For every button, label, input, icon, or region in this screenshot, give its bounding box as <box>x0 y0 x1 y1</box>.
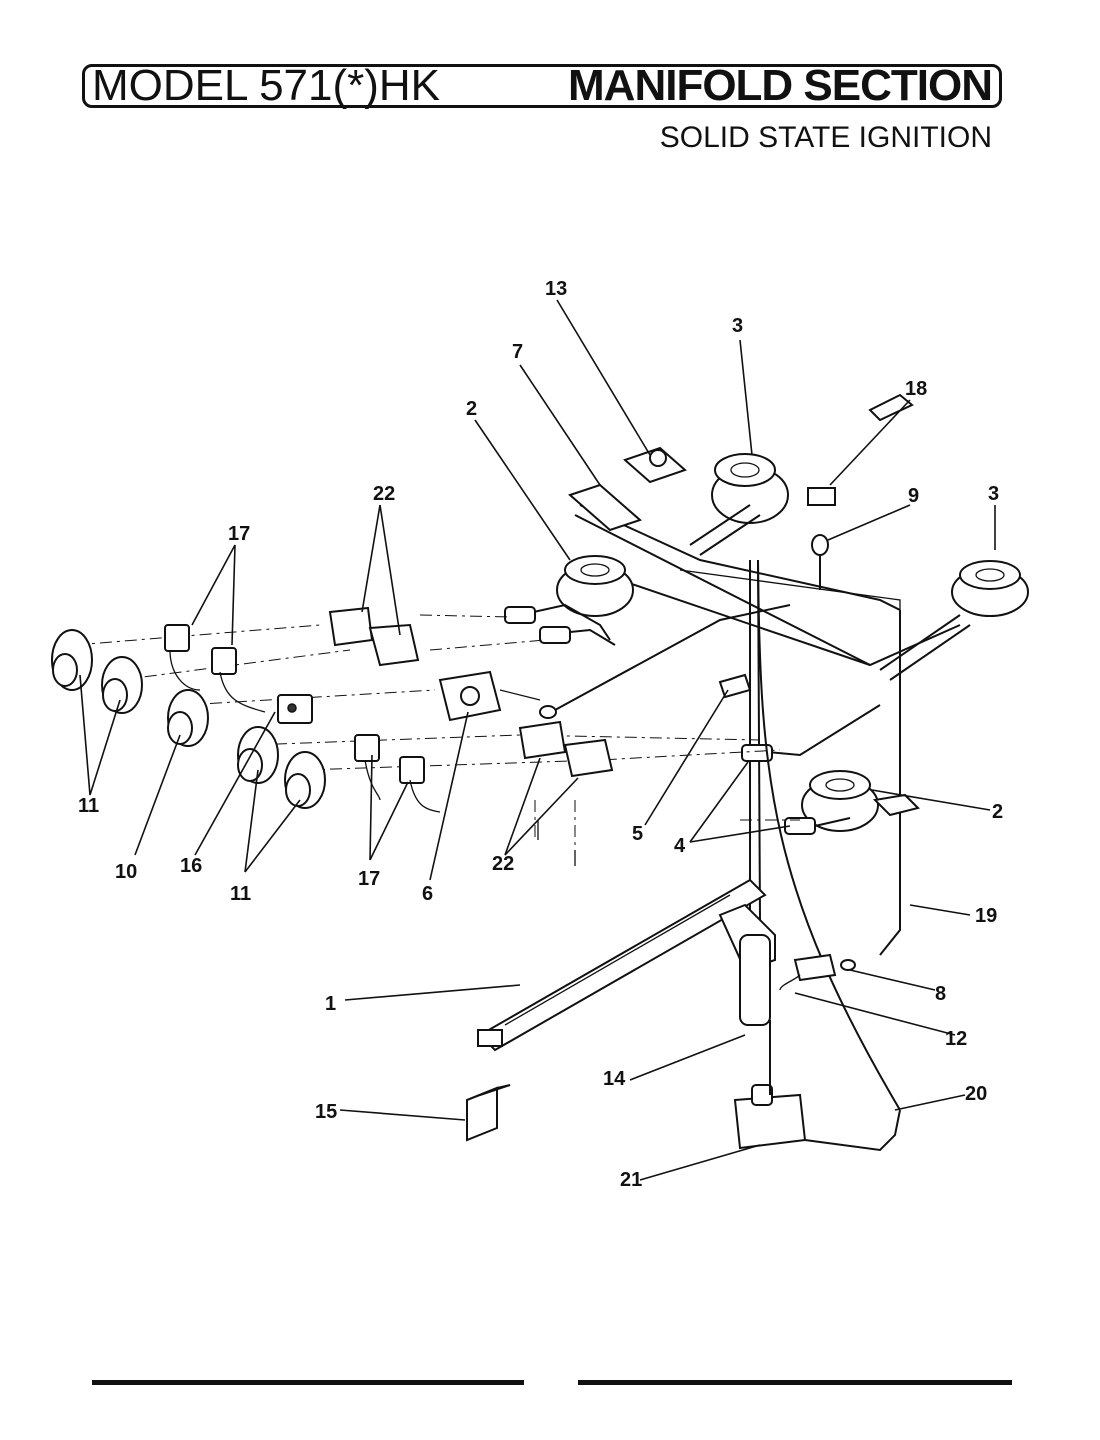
callout-16: 16 <box>180 855 202 877</box>
callout-3a: 3 <box>732 315 743 337</box>
callout-9: 9 <box>908 485 919 507</box>
callout-14: 14 <box>603 1068 626 1090</box>
wire-clip <box>718 673 752 699</box>
callout-18: 18 <box>905 378 927 400</box>
callout-labels: 13 7 3 2 18 9 3 22 17 11 10 16 11 17 6 2… <box>78 278 1003 1191</box>
callout-22b: 22 <box>492 853 514 875</box>
callout-6: 6 <box>422 883 433 905</box>
switch-plate <box>277 694 313 724</box>
support-bracket <box>466 1084 511 1142</box>
callout-2a: 2 <box>466 398 477 420</box>
burner-front <box>741 393 920 835</box>
burner-right <box>879 560 1029 681</box>
ignition-switches <box>164 624 441 813</box>
oven-burner-tube <box>477 878 776 1052</box>
oven-valve-assembly <box>733 559 901 1152</box>
leader-lines <box>79 299 996 1181</box>
burner-valves <box>328 606 614 866</box>
callout-3b: 3 <box>988 483 999 505</box>
footer-rule-left <box>92 1380 524 1385</box>
callout-10: 10 <box>115 861 137 883</box>
callout-15: 15 <box>315 1101 337 1123</box>
footer-rule-right <box>578 1380 1012 1385</box>
callout-21: 21 <box>620 1169 642 1191</box>
burner-bracket <box>568 446 687 532</box>
top-burner-rear <box>689 453 789 556</box>
callout-1: 1 <box>325 993 336 1015</box>
manifold-frame <box>574 504 961 956</box>
callout-17b: 17 <box>358 868 380 890</box>
burner-left <box>504 555 634 646</box>
control-knobs <box>51 629 326 809</box>
clip-and-electrode <box>807 487 836 590</box>
callout-12: 12 <box>945 1028 967 1050</box>
spark-module <box>438 604 791 722</box>
model-title: MODEL 571(*)HK <box>92 61 441 110</box>
callout-4: 4 <box>674 835 686 857</box>
header-frame <box>82 64 1002 108</box>
callout-7: 7 <box>512 341 523 363</box>
callout-17a: 17 <box>228 523 250 545</box>
callout-20: 20 <box>965 1083 987 1105</box>
callout-11b: 11 <box>230 883 251 905</box>
callout-8: 8 <box>935 983 946 1005</box>
callout-22a: 22 <box>373 483 395 505</box>
section-title: MANIFOLD SECTION <box>568 61 993 110</box>
callout-13: 13 <box>545 278 567 300</box>
callout-11a: 11 <box>78 795 99 817</box>
callout-5: 5 <box>632 823 643 845</box>
callout-2b: 2 <box>992 801 1003 823</box>
callout-19: 19 <box>975 905 997 927</box>
subtitle: SOLID STATE IGNITION <box>659 121 992 154</box>
